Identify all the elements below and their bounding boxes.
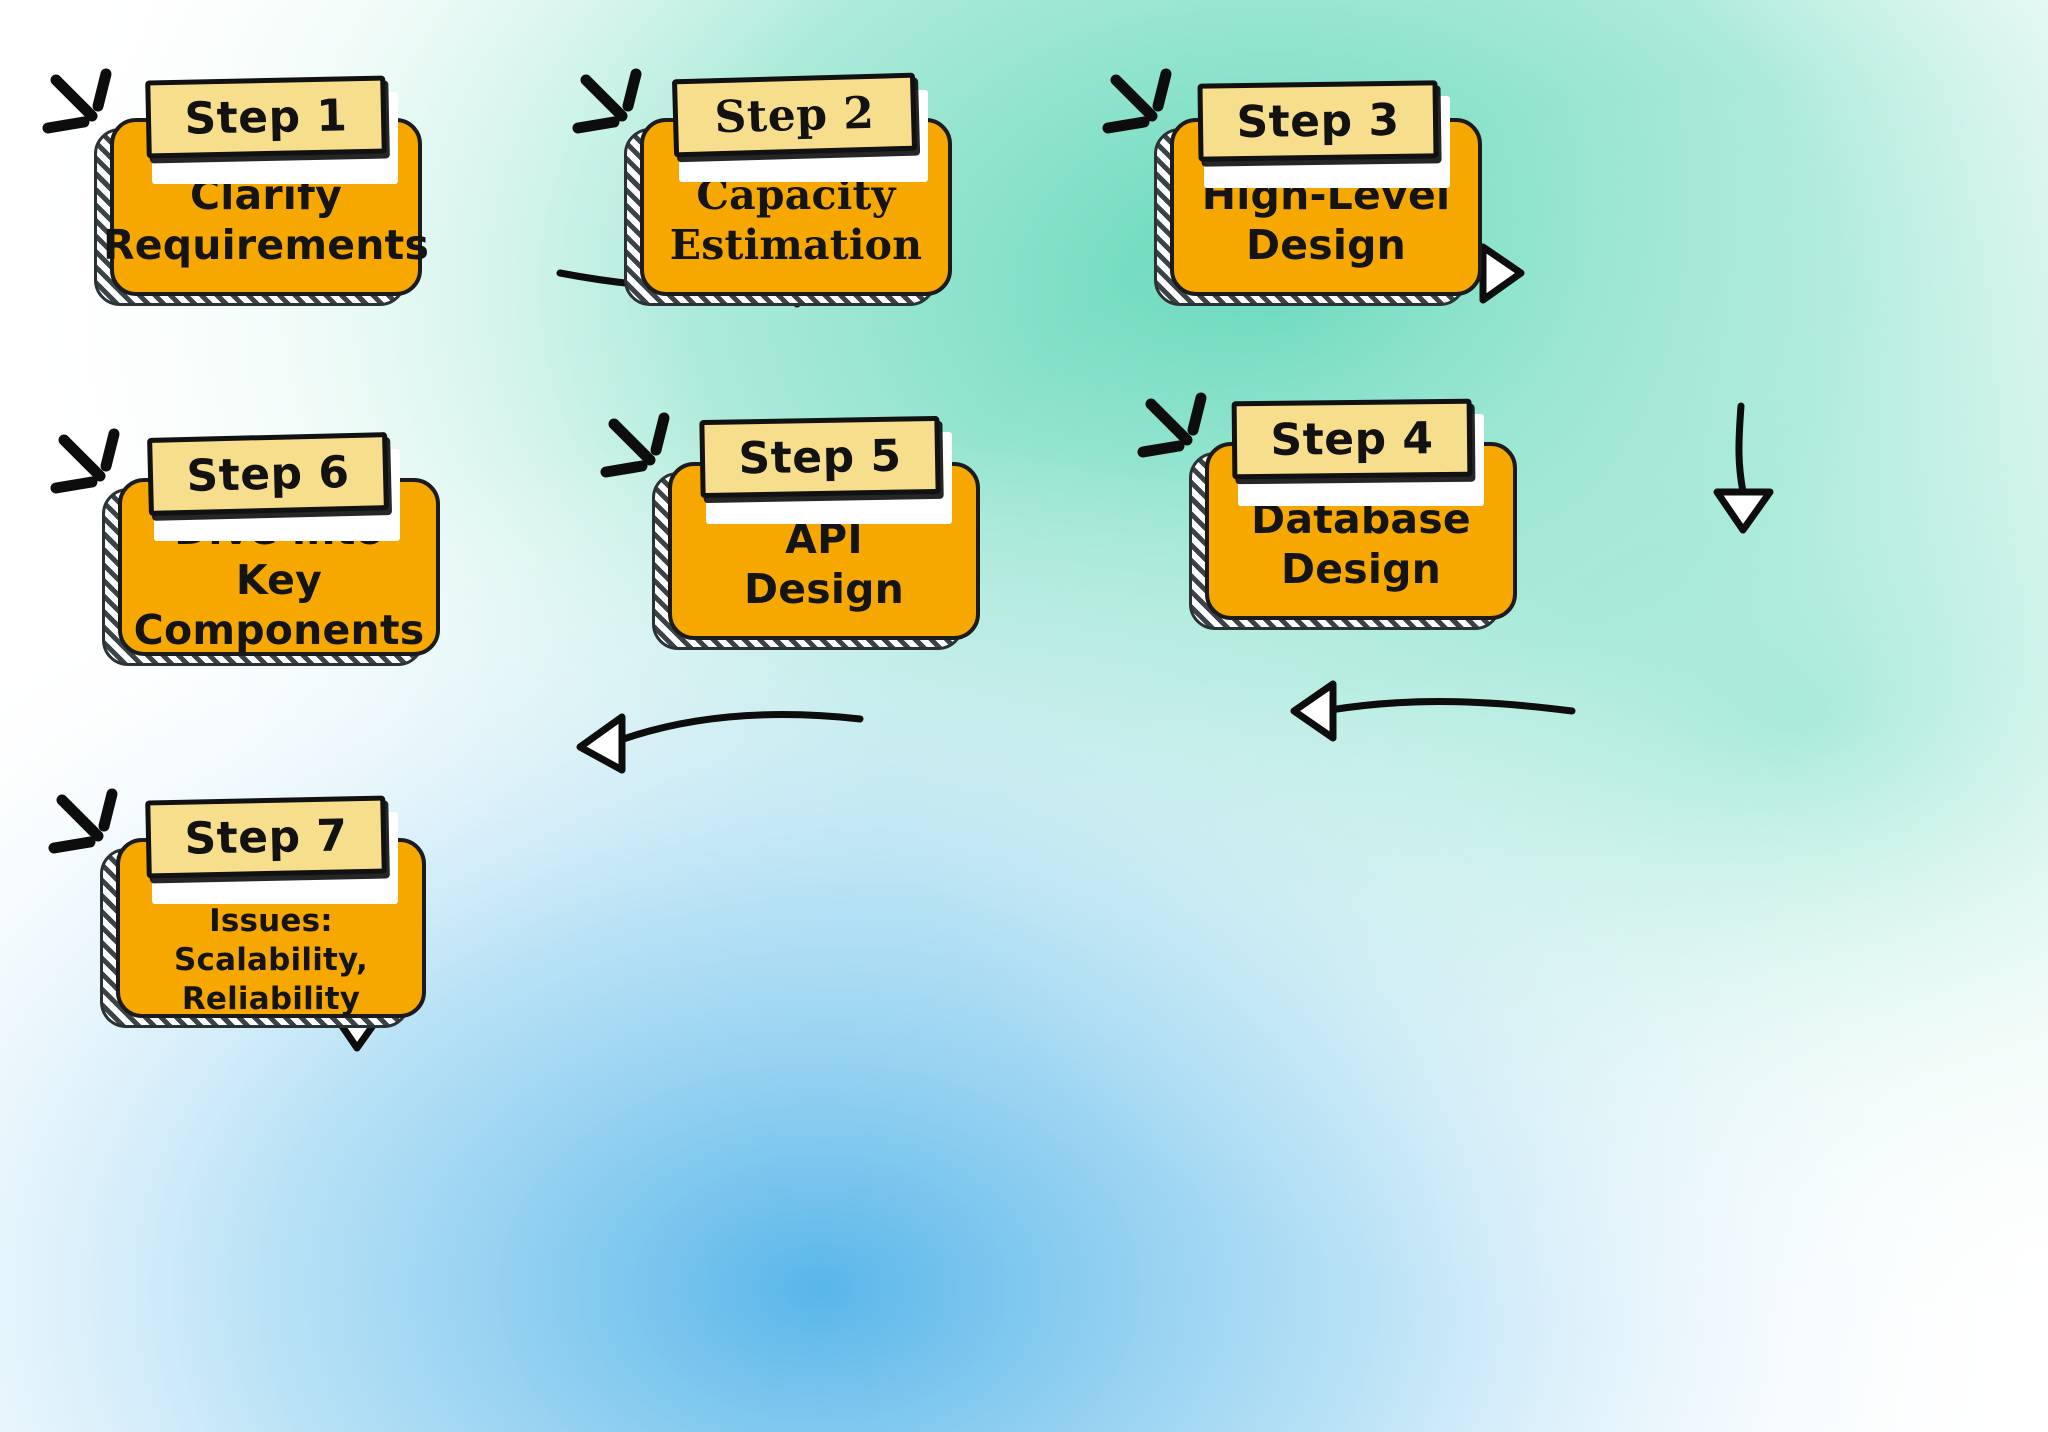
step-tag-step2[interactable]: Step 2 bbox=[671, 72, 918, 158]
step-tag-label: Step 3 bbox=[1236, 94, 1400, 148]
step-tag-step5[interactable]: Step 5 bbox=[699, 415, 941, 499]
node-label: API Design bbox=[743, 514, 905, 613]
node-label: Clarify Requirements bbox=[102, 170, 430, 269]
step-tag-label: Step 5 bbox=[738, 430, 902, 484]
step-tag-step4[interactable]: Step 4 bbox=[1231, 398, 1473, 480]
step-tag-step3[interactable]: Step 3 bbox=[1197, 80, 1439, 162]
step-tag-label: Step 6 bbox=[185, 446, 351, 502]
step-tag-label: Step 1 bbox=[183, 89, 349, 145]
step-tag-step7[interactable]: Step 7 bbox=[145, 795, 387, 879]
node-label: Database Design bbox=[1251, 494, 1471, 593]
step-tag-label: Step 7 bbox=[183, 809, 349, 865]
step-tag-label: Step 4 bbox=[1270, 412, 1434, 466]
step-tag-label: Step 2 bbox=[713, 87, 876, 143]
node-label: Capacity Estimation bbox=[669, 170, 923, 269]
step-tag-step6[interactable]: Step 6 bbox=[147, 432, 389, 516]
step-tag-step1[interactable]: Step 1 bbox=[145, 75, 387, 159]
